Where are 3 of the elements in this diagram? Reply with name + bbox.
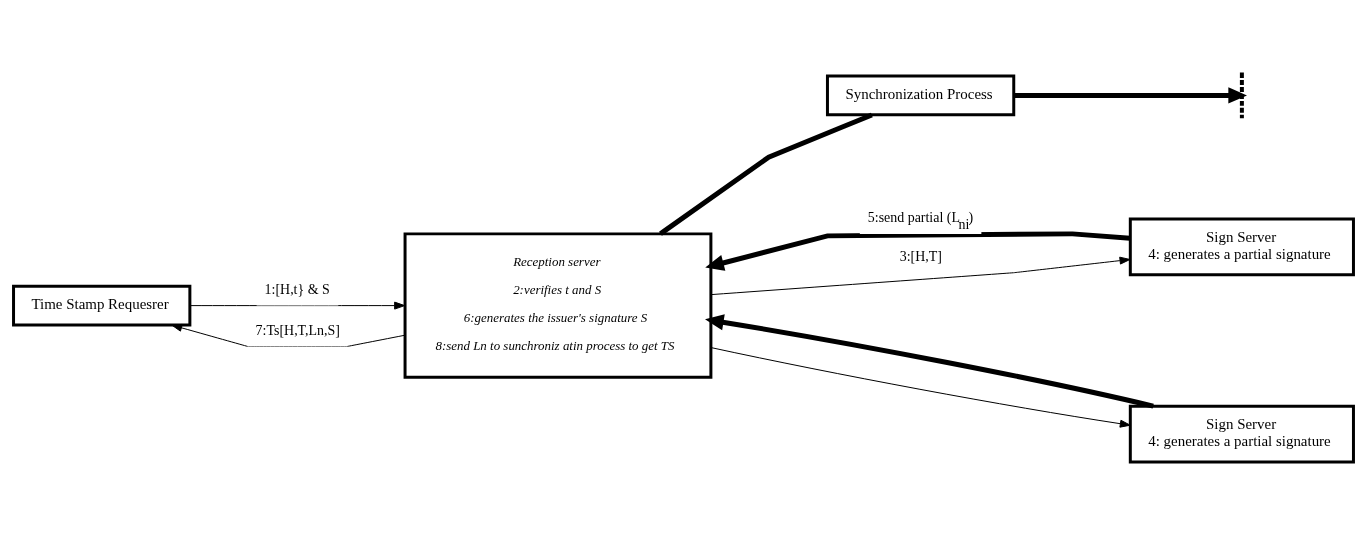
edge-label: 1:[H,t} & S [264,282,330,298]
edge-label: 3:[H,T] [899,249,942,265]
edge-label: 7:Ts[H,T,Ln,S] [255,323,340,339]
